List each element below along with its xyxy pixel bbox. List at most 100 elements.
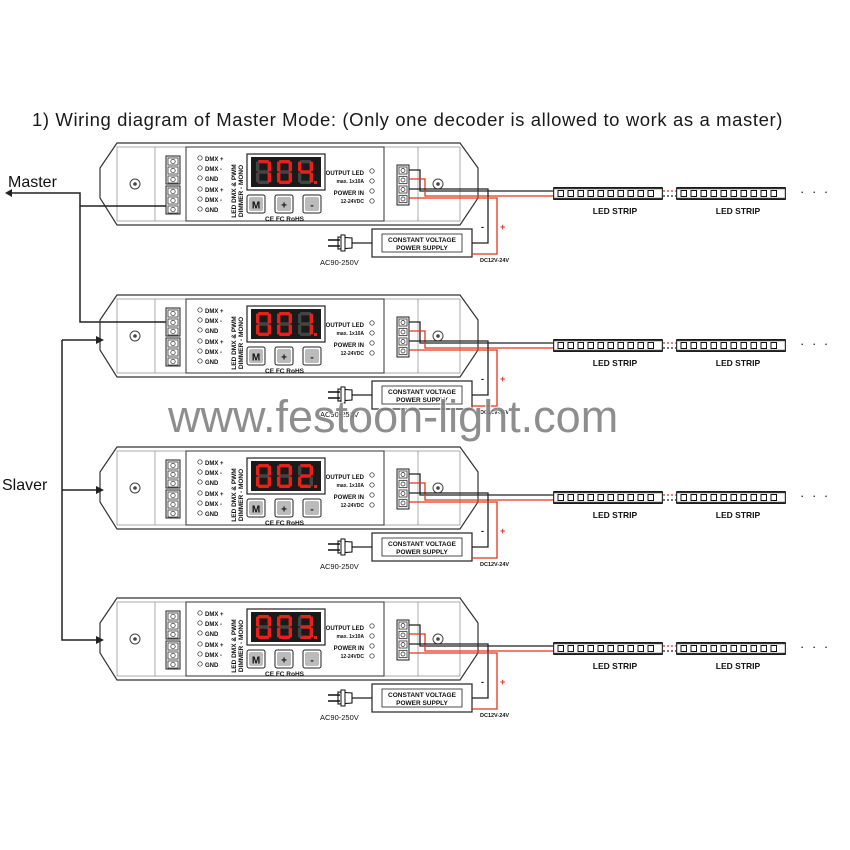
digit-1-seg-b [267,616,271,627]
terminal-screw [170,197,176,204]
digit-1-seg-g [258,322,269,326]
digit-2-seg-f [277,616,281,627]
terminal-screw [170,643,176,650]
supply-line-2: POWER SUPPLY [396,397,448,404]
power-in-label: POWER IN [334,495,364,501]
led-strip-1: LED STRIP [553,491,663,520]
digit-1-seg-a [258,615,269,619]
terminal-screw [400,339,406,344]
led-strip-1: LED STRIP [553,187,663,216]
digit-3-seg-b [309,313,313,324]
strip-led [740,190,747,197]
digit-2-seg-e [277,627,281,638]
output-terminal-block [396,619,410,661]
digit-2-seg-b [288,313,292,324]
dmx-link-wire [79,206,166,323]
strip-led [710,645,717,652]
output-dot [369,653,375,659]
digit-1-seg-f [256,616,260,627]
strip-led [770,494,777,501]
strip-led [680,494,687,501]
terminal-label: GND [205,481,219,487]
digit-2-seg-a [279,464,290,468]
strip-led [647,645,654,652]
terminal-screw [170,462,176,469]
power-in-label: POWER IN [334,646,364,652]
output-dot [369,198,375,204]
strip-label: LED STRIP [716,206,761,216]
terminal-label: DMX + [205,340,224,346]
output-dot [369,623,375,629]
digit-3-seg-e [298,627,302,638]
terminal-label: DMX + [205,188,224,194]
continuation-dots: · · · [800,639,830,654]
ac-voltage-label: AC90-250V [320,410,359,419]
output-terminal-block [396,316,410,358]
digit-2-seg-g [279,322,290,326]
digit-1-seg-c [267,627,271,638]
strip-led [617,645,624,652]
strip-led [700,190,707,197]
digit-3-seg-c [309,172,313,183]
output-dot [369,330,375,336]
strip-led [740,645,747,652]
terminal-dot [197,641,203,647]
strip-label: LED STRIP [716,358,761,368]
digit-2-seg-c [288,627,292,638]
digit-1-seg-g [258,170,269,174]
power-rating: 12-24VDC [341,351,365,357]
button-plus: + [281,353,287,364]
output-terminal-block [396,164,410,206]
strip-led [637,494,644,501]
strip-led [720,494,727,501]
strip-led [750,342,757,349]
digit-1-seg-d [258,180,269,184]
strip-led [700,494,707,501]
output-dot [369,472,375,478]
digit-3-seg-b [309,465,313,476]
strip-label: LED STRIP [716,661,761,671]
arrow-head [96,486,104,494]
terminal-label: DMX - [205,471,222,477]
strip-led [710,494,717,501]
ac-voltage-label: AC90-250V [320,713,359,722]
terminal-dot [197,469,203,475]
terminal-screw [400,472,406,477]
digit-2-seg-b [288,161,292,172]
terminal-dot [197,175,203,181]
digit-1-seg-e [256,172,260,183]
terminal-screw [400,651,406,657]
strip-led [567,494,574,501]
terminal-screw [170,340,176,347]
master-input-wire [8,192,166,207]
strip-led [770,645,777,652]
terminal-label: DMX - [205,350,222,356]
strip-led [730,190,737,197]
model-line-2: DIMMER - MONO [238,469,245,521]
output-dot [369,340,375,346]
terminal-screw [170,661,176,668]
terminal-dot [197,165,203,171]
strip-led [680,190,687,197]
digit-1-seg-c [267,476,271,487]
output-led-label: OUTPUT LED [326,475,365,481]
terminal-dot [197,490,203,496]
terminal-label: GND [205,329,219,335]
digit-3-seg-e [298,476,302,487]
strip-led [557,190,564,197]
digit-1-seg-f [256,161,260,172]
power-rating: 12-24VDC [341,199,365,205]
terminal-label: DMX - [205,502,222,508]
output-dot [369,492,375,498]
terminal-screw [170,206,176,213]
strip-led [597,645,604,652]
terminal-dot [197,459,203,465]
strip-led [587,342,594,349]
digit-1-seg-d [258,635,269,639]
terminal-dot [197,479,203,485]
terminal-dot [197,510,203,516]
cert-marks: CE FC RoHS [265,520,305,527]
display-digits [256,615,313,639]
